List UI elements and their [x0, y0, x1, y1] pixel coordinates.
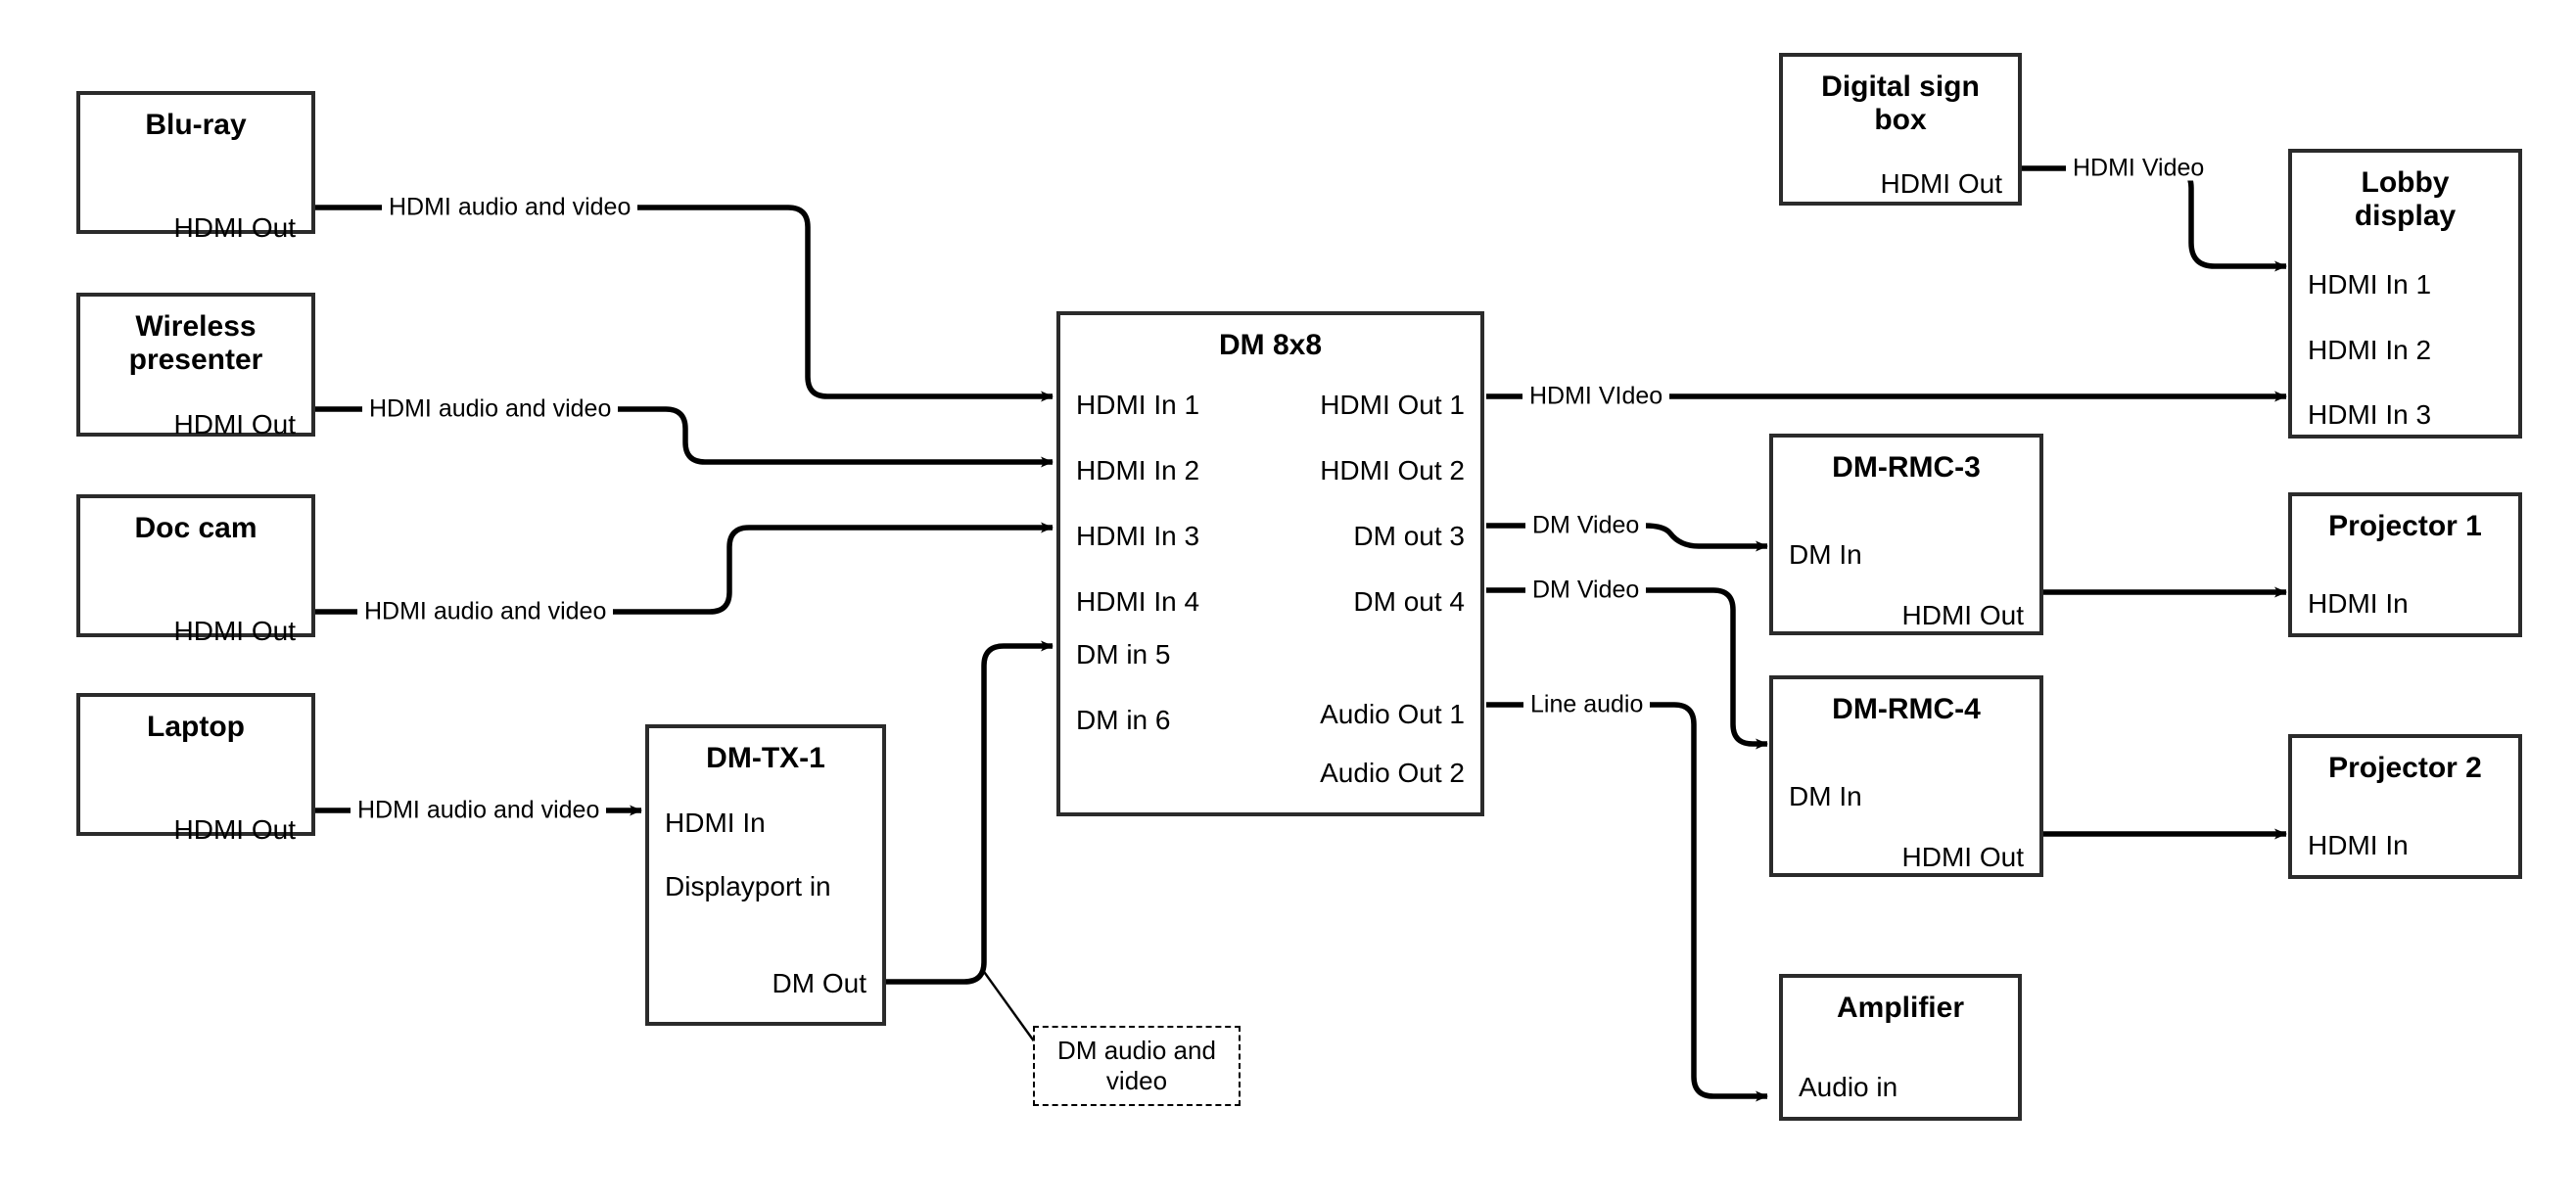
node-dm-tx-1-ports: HDMI In Displayport in DM Out — [649, 775, 882, 1022]
node-amplifier[interactable]: Amplifier Audio in — [1779, 974, 2022, 1121]
node-projector-1-title: Projector 1 — [2328, 510, 2482, 542]
node-dm-tx-1[interactable]: DM-TX-1 HDMI In Displayport in DM Out — [645, 724, 886, 1026]
node-dm-rmc-3[interactable]: DM-RMC-3 DM In HDMI Out — [1769, 434, 2043, 635]
node-projector-1-ports: HDMI In — [2292, 543, 2518, 633]
node-amplifier-title: Amplifier — [1836, 992, 1965, 1024]
port-projector2-hdmi-in[interactable]: HDMI In — [2308, 829, 2409, 860]
wire-bluray-to-dm8x8 — [315, 205, 1054, 402]
node-wireless-presenter-ports: HDMI Out — [80, 376, 311, 439]
wire-label-dmout4: DM Video — [1525, 577, 1647, 603]
port-dm8x8-audio-out-2[interactable]: Audio Out 2 — [1320, 757, 1465, 788]
node-doc-cam-title: Doc cam — [134, 512, 258, 544]
node-laptop[interactable]: Laptop HDMI Out — [76, 693, 315, 843]
node-projector-2-ports: HDMI In — [2292, 785, 2518, 875]
node-dm-rmc-3-ports: DM In HDMI Out — [1773, 485, 2039, 631]
port-wireless-hdmi-out[interactable]: HDMI Out — [173, 409, 296, 440]
port-dm8x8-audio-out-1[interactable]: Audio Out 1 — [1320, 698, 1465, 729]
wire-audioout1-to-amplifier — [1486, 702, 1768, 1102]
port-doccam-hdmi-out[interactable]: HDMI Out — [173, 615, 296, 646]
port-dm8x8-dm-out-4[interactable]: DM out 4 — [1353, 585, 1465, 617]
port-amplifier-audio-in[interactable]: Audio in — [1799, 1071, 1898, 1102]
wire-label-digitalsign: HDMI Video — [2066, 156, 2212, 181]
wire-label-hdmiout1: HDMI VIdeo — [1522, 384, 1670, 409]
node-dm-rmc-4[interactable]: DM-RMC-4 DM In HDMI Out — [1769, 675, 2043, 877]
node-projector-2-title: Projector 2 — [2328, 752, 2482, 784]
node-digital-sign-box[interactable]: Digital sign box HDMI Out — [1779, 53, 2022, 206]
node-laptop-ports: HDMI Out — [80, 744, 311, 843]
port-dm8x8-hdmi-in-3[interactable]: HDMI In 3 — [1076, 520, 1200, 551]
port-dm8x8-dm-in-5[interactable]: DM in 5 — [1076, 638, 1171, 670]
node-doc-cam-ports: HDMI Out — [80, 545, 311, 644]
node-lobby-display-title: Lobby display — [2354, 166, 2457, 232]
port-dmrmc3-hdmi-out[interactable]: HDMI Out — [1901, 599, 2024, 630]
port-dm8x8-dm-in-6[interactable]: DM in 6 — [1076, 704, 1171, 735]
wire-dmtx1-to-dm8x8 — [886, 640, 1054, 985]
node-projector-1[interactable]: Projector 1 HDMI In — [2288, 492, 2522, 637]
node-projector-2[interactable]: Projector 2 HDMI In — [2288, 734, 2522, 879]
wire-label-laptop: HDMI audio and video — [351, 798, 607, 823]
node-wireless-presenter[interactable]: Wireless presenter HDMI Out — [76, 293, 315, 439]
port-digitalsign-hdmi-out[interactable]: HDMI Out — [1880, 168, 2002, 200]
port-laptop-hdmi-out[interactable]: HDMI Out — [173, 813, 296, 845]
port-dm8x8-hdmi-in-2[interactable]: HDMI In 2 — [1076, 454, 1200, 485]
port-dm8x8-hdmi-in-1[interactable]: HDMI In 1 — [1076, 389, 1200, 420]
node-doc-cam[interactable]: Doc cam HDMI Out — [76, 494, 315, 644]
port-dmrmc4-dm-in[interactable]: DM In — [1789, 780, 1862, 811]
wire-label-dmout3: DM Video — [1525, 513, 1647, 538]
node-digital-sign-box-ports: HDMI Out — [1783, 136, 2018, 202]
port-dm8x8-hdmi-in-4[interactable]: HDMI In 4 — [1076, 585, 1200, 617]
node-bluray-title: Blu-ray — [145, 109, 247, 141]
node-lobby-display[interactable]: Lobby display HDMI In 1 HDMI In 2 HDMI I… — [2288, 149, 2522, 439]
wire-label-bluray: HDMI audio and video — [382, 195, 638, 220]
node-dm-8x8-title: DM 8x8 — [1218, 329, 1323, 361]
node-dm-tx-1-title: DM-TX-1 — [706, 742, 825, 774]
node-dm-rmc-4-title: DM-RMC-4 — [1832, 693, 1981, 725]
port-projector1-hdmi-in[interactable]: HDMI In — [2308, 587, 2409, 619]
port-dmrmc3-dm-in[interactable]: DM In — [1789, 538, 1862, 570]
annotation-dm-audio-and-video: DM audio and video — [1033, 1026, 1241, 1106]
port-bluray-hdmi-out[interactable]: HDMI Out — [173, 211, 296, 243]
node-dm-rmc-4-ports: DM In HDMI Out — [1773, 726, 2039, 873]
wire-dmout4-to-dmrmc4 — [1486, 587, 1768, 750]
port-dmtx1-displayport-in[interactable]: Displayport in — [665, 870, 831, 901]
port-lobby-hdmi-in-1[interactable]: HDMI In 1 — [2308, 269, 2432, 300]
node-laptop-title: Laptop — [147, 711, 245, 743]
port-dmrmc4-hdmi-out[interactable]: HDMI Out — [1901, 841, 2024, 872]
node-dm-8x8-ports: HDMI In 1 HDMI In 2 HDMI In 3 HDMI In 4 … — [1060, 362, 1480, 812]
node-digital-sign-box-title: Digital sign box — [1821, 70, 1980, 136]
node-wireless-presenter-title: Wireless presenter — [128, 310, 263, 376]
port-dmtx1-dm-out[interactable]: DM Out — [772, 967, 866, 998]
port-dm8x8-hdmi-out-1[interactable]: HDMI Out 1 — [1320, 389, 1465, 420]
node-dm-rmc-3-title: DM-RMC-3 — [1832, 451, 1981, 484]
wire-label-wireless: HDMI audio and video — [362, 396, 619, 422]
node-amplifier-ports: Audio in — [1783, 1025, 2018, 1117]
leader-line-dm-audio-video — [981, 968, 1041, 1050]
node-dm-8x8[interactable]: DM 8x8 HDMI In 1 HDMI In 2 HDMI In 3 HDM… — [1056, 311, 1484, 816]
wire-label-doccam: HDMI audio and video — [357, 599, 614, 624]
port-dm8x8-dm-out-3[interactable]: DM out 3 — [1353, 520, 1465, 551]
wire-label-audioout1: Line audio — [1523, 692, 1651, 717]
node-bluray-ports: HDMI Out — [80, 142, 311, 241]
port-dm8x8-hdmi-out-2[interactable]: HDMI Out 2 — [1320, 454, 1465, 485]
node-lobby-display-ports: HDMI In 1 HDMI In 2 HDMI In 3 — [2292, 232, 2518, 435]
port-lobby-hdmi-in-2[interactable]: HDMI In 2 — [2308, 335, 2432, 366]
node-bluray[interactable]: Blu-ray HDMI Out — [76, 91, 315, 241]
port-lobby-hdmi-in-3[interactable]: HDMI In 3 — [2308, 399, 2432, 431]
port-dmtx1-hdmi-in[interactable]: HDMI In — [665, 807, 766, 838]
